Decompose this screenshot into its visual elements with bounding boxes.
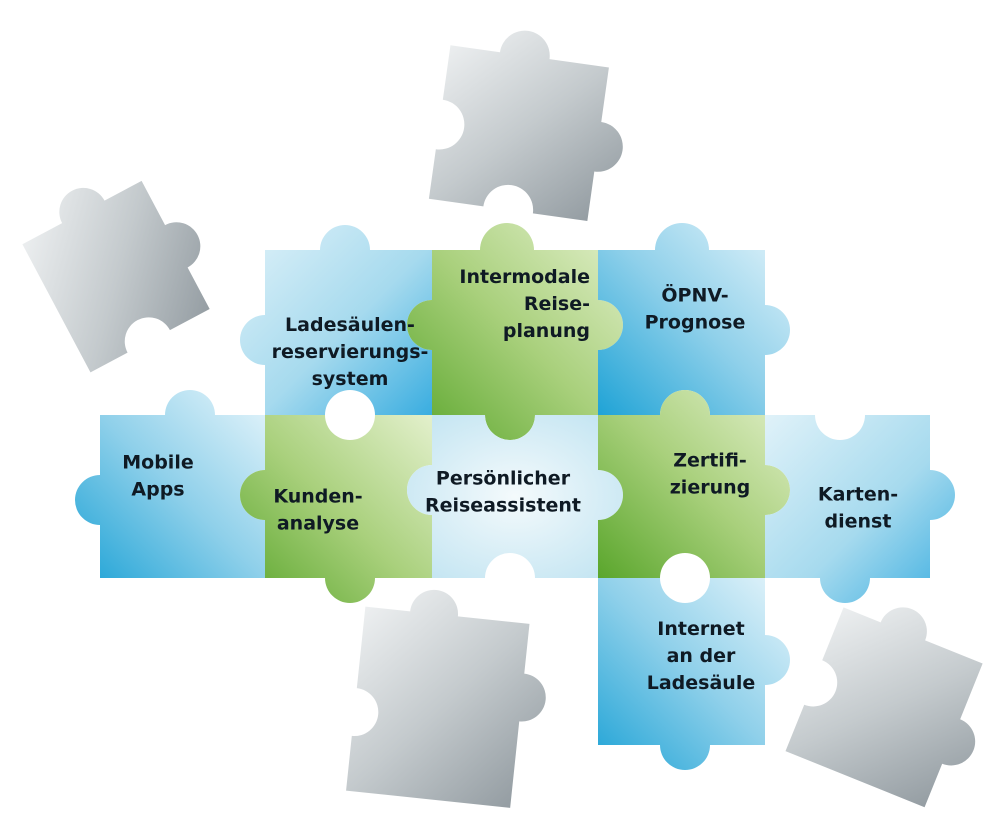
label-line: analyse — [277, 513, 359, 535]
label-line: Reiseassistent — [425, 495, 581, 517]
piece-mobile — [75, 389, 265, 578]
piece-reiseassistent — [407, 415, 623, 578]
label-line: Intermodale — [459, 266, 590, 288]
gray-piece-bottom — [346, 589, 546, 808]
label-line: dienst — [825, 511, 892, 533]
label-oepnv: ÖPNV- Prognose — [645, 283, 746, 334]
label-line: an der — [667, 645, 736, 667]
label-ladesaeulen: Ladesäulen-reservierungs-system — [272, 314, 429, 390]
label-line: Ladesäule — [647, 672, 755, 694]
piece-intermodale — [407, 223, 623, 440]
gray-piece-top — [428, 30, 623, 222]
label-line: system — [312, 368, 389, 390]
label-line: Reise- — [524, 293, 590, 315]
label-line: reservierungs- — [272, 341, 429, 363]
label-line: Karten- — [818, 484, 898, 506]
label-line: Ladesäulen- — [285, 314, 415, 336]
piece-ladesaeulen — [240, 225, 432, 415]
label-zertifizierung: Zertifi-zierung — [670, 450, 750, 499]
label-line: Apps — [131, 479, 184, 501]
piece-kunden — [240, 415, 432, 603]
label-line: ÖPNV- — [661, 283, 728, 307]
label-line: Prognose — [645, 312, 746, 334]
label-line: Kunden- — [273, 486, 362, 508]
label-kunden: Kunden-analyse — [273, 486, 362, 535]
gray-piece-right — [785, 607, 983, 808]
piece-internet — [598, 578, 790, 770]
piece-oepnv — [598, 223, 790, 415]
label-line: planung — [503, 320, 590, 342]
label-line: Internet — [657, 618, 744, 640]
label-line: Persönlicher — [436, 468, 571, 490]
label-line: Zertifi- — [673, 450, 747, 472]
label-line: zierung — [670, 477, 750, 499]
gray-piece-left — [22, 180, 210, 373]
label-kartendienst: Karten-dienst — [818, 484, 898, 533]
piece-zertifizierung — [598, 390, 790, 578]
label-line: Mobile — [122, 452, 193, 474]
piece-kartendienst — [765, 415, 955, 603]
